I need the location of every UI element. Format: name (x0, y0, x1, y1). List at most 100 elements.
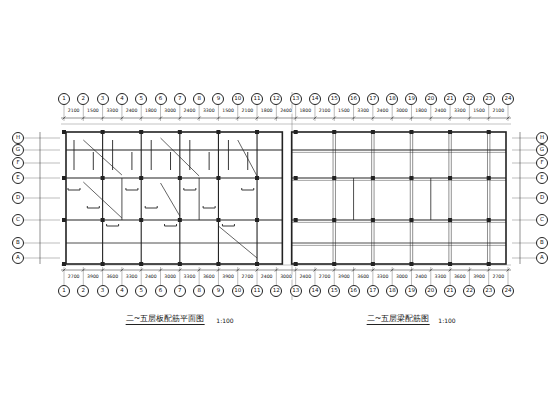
axis-bubble: 7 (174, 285, 186, 297)
axis-bubble: 11 (251, 93, 263, 105)
axis-bubble: 16 (348, 93, 360, 105)
dimension-text: 3600 (453, 275, 466, 280)
axis-bubble: E (12, 172, 24, 184)
axis-bubble: 22 (463, 93, 475, 105)
dimension-text: 2700 (492, 275, 505, 280)
plan-title: 二~五层板配筋平面图 (126, 315, 205, 325)
axis-bubble: 18 (386, 285, 398, 297)
dimension-text: 2400 (299, 275, 312, 280)
axis-bubble: 13 (290, 93, 302, 105)
axis-bubble: A (536, 252, 548, 264)
dimension-text: 3600 (202, 275, 215, 280)
dimension-text: 1800 (145, 109, 158, 114)
dimension-text: 3000 (164, 275, 177, 280)
axis-bubble: 24 (502, 285, 514, 297)
axis-bubble: C (536, 214, 548, 226)
axis-bubble: 5 (135, 93, 147, 105)
dimension-text: 1800 (260, 109, 273, 114)
dimension-text: 1500 (87, 109, 100, 114)
axis-bubble: D (536, 192, 548, 204)
scale-text: 1:100 (438, 318, 455, 324)
dimension-text: 3300 (453, 109, 466, 114)
dimension-text: 3300 (106, 109, 119, 114)
axis-bubble: 10 (232, 93, 244, 105)
axis-bubble: 21 (444, 285, 456, 297)
axis-bubble: 21 (444, 93, 456, 105)
dimension-text: 1500 (338, 109, 351, 114)
dimension-text: 1800 (299, 109, 312, 114)
axis-bubble: 19 (405, 285, 417, 297)
axis-bubble: 3 (97, 285, 109, 297)
axis-bubble: 11 (251, 285, 263, 297)
dimension-text: 3900 (338, 275, 351, 280)
axis-bubble: G (536, 144, 548, 156)
axis-bubble: 7 (174, 93, 186, 105)
axis-bubble: 8 (193, 285, 205, 297)
axis-bubble: 1 (58, 93, 70, 105)
dimension-text: 2400 (145, 275, 158, 280)
dimension-text: 3300 (357, 109, 370, 114)
dimension-text: 3900 (222, 275, 235, 280)
axis-bubble: H (12, 132, 24, 144)
axis-bubble: 16 (348, 285, 360, 297)
axis-bubble: C (12, 214, 24, 226)
axis-bubble: 20 (425, 285, 437, 297)
plan-title: 二~五层梁配筋图 (367, 315, 430, 325)
dimension-text: 2100 (67, 109, 80, 114)
dimension-text: 2400 (415, 275, 428, 280)
axis-bubble: 17 (367, 285, 379, 297)
axis-bubble: B (12, 237, 24, 249)
dimension-text: 3900 (87, 275, 100, 280)
axis-bubble: 6 (155, 93, 167, 105)
dimension-text: 2400 (280, 109, 293, 114)
axis-bubble: 10 (232, 285, 244, 297)
axis-bubble: 9 (212, 93, 224, 105)
dimension-text: 3300 (434, 275, 447, 280)
dimension-text: 3300 (202, 109, 215, 114)
axis-bubble: A (12, 252, 24, 264)
axis-bubble: 4 (116, 285, 128, 297)
axis-bubble: 3 (97, 93, 109, 105)
axis-bubble: 8 (193, 93, 205, 105)
dimension-text: 2400 (125, 109, 138, 114)
dimension-text: 3900 (473, 275, 486, 280)
dimension-text: 3000 (395, 275, 408, 280)
axis-bubble: 23 (483, 93, 495, 105)
dimension-text: 1500 (222, 109, 235, 114)
dimension-text: 2700 (241, 275, 254, 280)
dimension-text: 2100 (241, 109, 254, 114)
axis-bubble: 14 (309, 285, 321, 297)
dimension-text: 3000 (164, 109, 177, 114)
axis-bubble: 17 (367, 93, 379, 105)
axis-bubble: 1 (58, 285, 70, 297)
axis-bubble: 20 (425, 93, 437, 105)
axis-bubble: F (536, 157, 548, 169)
axis-bubble: 6 (155, 285, 167, 297)
dimension-text: 3600 (106, 275, 119, 280)
scale-text: 1:100 (216, 318, 233, 324)
axis-bubble: G (12, 144, 24, 156)
axis-bubble: 15 (328, 93, 340, 105)
dimension-text: 3000 (280, 275, 293, 280)
axis-bubble: E (536, 172, 548, 184)
axis-bubble: 2 (77, 93, 89, 105)
dimension-text: 2400 (434, 109, 447, 114)
axis-bubble: D (12, 192, 24, 204)
axis-bubble: H (536, 132, 548, 144)
dimension-text: 2400 (183, 109, 196, 114)
axis-bubble: 23 (483, 285, 495, 297)
axis-bubble: 2 (77, 285, 89, 297)
dimension-text: 2400 (260, 275, 273, 280)
dimension-text: 3300 (125, 275, 138, 280)
axis-bubble: 9 (212, 285, 224, 297)
axis-bubble: 12 (270, 285, 282, 297)
axis-bubble: 4 (116, 93, 128, 105)
axis-bubble: 24 (502, 93, 514, 105)
dimension-text: 2100 (318, 109, 331, 114)
dimension-text: 3300 (183, 275, 196, 280)
dimension-text: 2400 (376, 109, 389, 114)
axis-bubble: 5 (135, 285, 147, 297)
axis-bubble: 19 (405, 93, 417, 105)
